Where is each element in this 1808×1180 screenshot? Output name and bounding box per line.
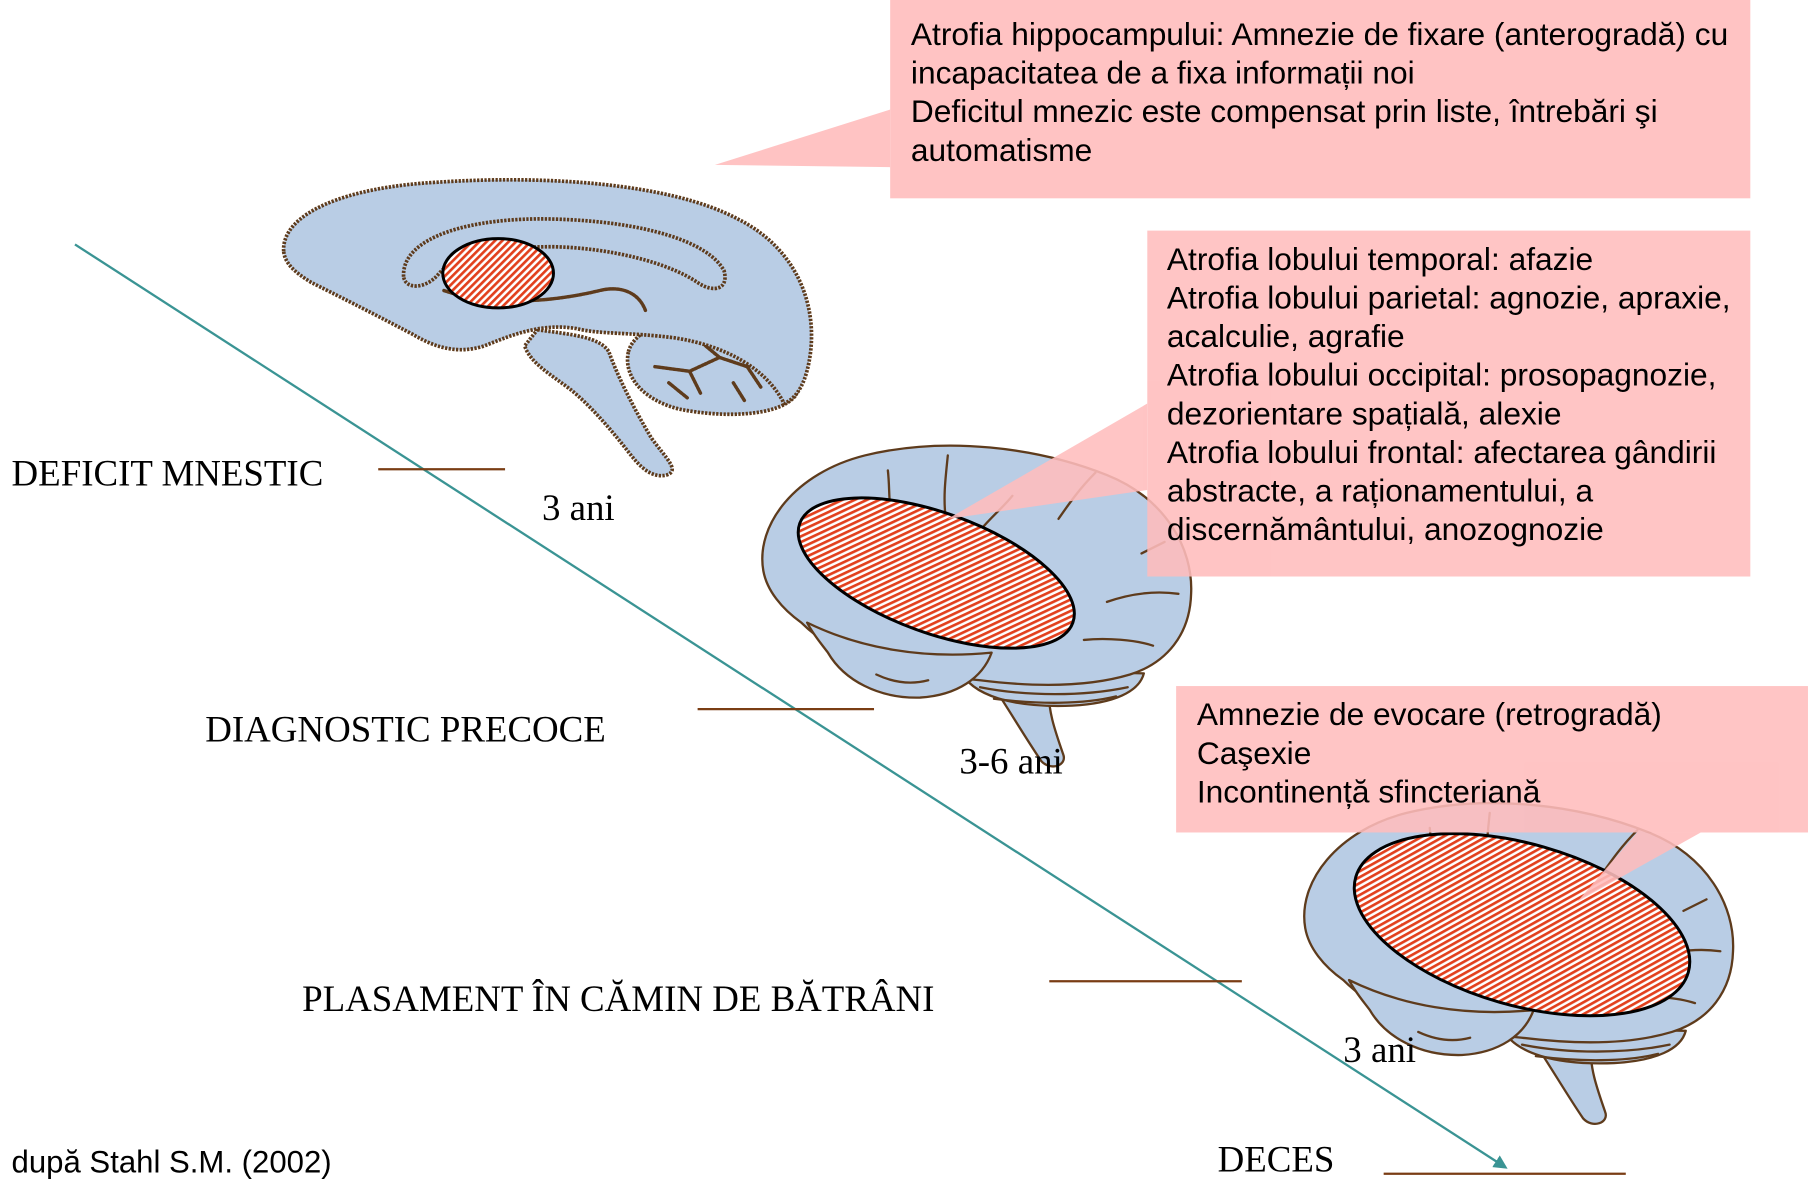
callout-line: Caşexie bbox=[1197, 735, 1311, 771]
brain-lateral-middle-stage bbox=[762, 446, 1191, 767]
stage-label: DIAGNOSTIC PRECOCE bbox=[205, 708, 606, 749]
callout-line: Atrofia lobului parietal: agnozie, aprax… bbox=[1167, 279, 1731, 315]
stage-label: PLASAMENT ÎN CĂMIN DE BĂTRÂNI bbox=[302, 978, 934, 1019]
callout-line: Atrofia lobului temporal: afazie bbox=[1167, 241, 1593, 277]
source-citation: după Stahl S.M. (2002) bbox=[12, 1145, 332, 1180]
callout-line: Amnezie de evocare (retrogradă) bbox=[1197, 696, 1662, 732]
stage-label: DEFICIT MNESTIC bbox=[12, 452, 324, 493]
callout-line: discernământului, anozognozie bbox=[1167, 511, 1604, 547]
callout-line: incapacitatea de a fixa informații noi bbox=[911, 55, 1415, 91]
hippocampus-lesion bbox=[443, 239, 554, 308]
callout-line: Incontinență sfincteriană bbox=[1197, 774, 1541, 810]
stage-label: DECES bbox=[1218, 1138, 1335, 1179]
interval-label: 3 ani bbox=[542, 487, 615, 528]
interval-label: 3 ani bbox=[1343, 1029, 1416, 1070]
interval-label: 3-6 ani bbox=[959, 741, 1062, 782]
callout-line: acalculie, agrafie bbox=[1167, 318, 1405, 354]
callout-line: automatisme bbox=[911, 132, 1092, 168]
callout-line: Atrofia hippocampului: Amnezie de fixare… bbox=[911, 16, 1728, 52]
callout-line: Atrofia lobului occipital: prosopagnozie… bbox=[1167, 357, 1717, 393]
callout-line: Atrofia lobului frontal: afectarea gândi… bbox=[1167, 434, 1717, 470]
callout-pointer bbox=[715, 110, 890, 168]
callout-line: dezorientare spațială, alexie bbox=[1167, 395, 1562, 431]
callout-line: Deficitul mnezic este compensat prin lis… bbox=[911, 93, 1658, 129]
callout-hippocampal-atrophy: Atrofia hippocampului: Amnezie de fixare… bbox=[715, 0, 1750, 198]
callout-line: abstracte, a raționamentului, a bbox=[1167, 473, 1594, 509]
